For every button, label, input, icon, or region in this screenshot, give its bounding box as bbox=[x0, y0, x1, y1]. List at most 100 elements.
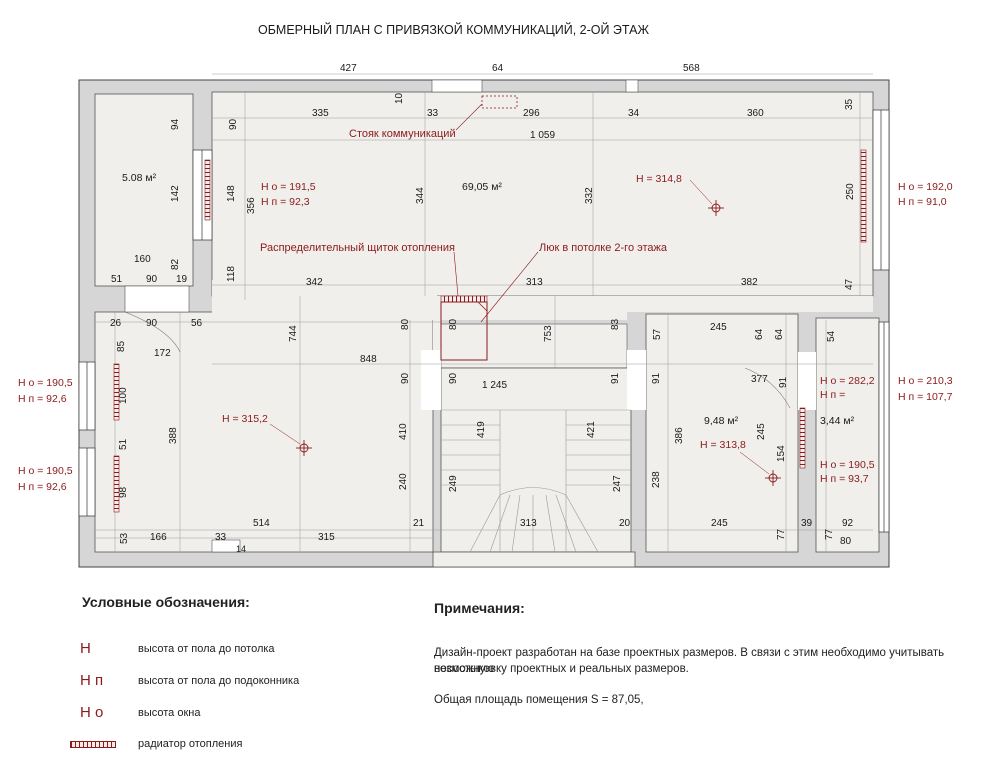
svg-text:245: 245 bbox=[756, 423, 767, 440]
area-main-room: 69,05 м² bbox=[462, 181, 502, 193]
legend-symbol: H bbox=[80, 640, 91, 657]
svg-text:1 059: 1 059 bbox=[530, 130, 555, 141]
area-bedroom: 9,48 м² bbox=[704, 415, 739, 427]
svg-text:H о = 192,0: H о = 192,0 bbox=[898, 181, 953, 193]
svg-text:296: 296 bbox=[523, 108, 540, 119]
svg-text:1 245: 1 245 bbox=[482, 380, 507, 391]
svg-text:313: 313 bbox=[526, 277, 543, 288]
svg-text:H о = 190,5: H о = 190,5 bbox=[820, 459, 875, 471]
svg-text:H о = 210,3: H о = 210,3 bbox=[898, 375, 953, 387]
svg-text:514: 514 bbox=[253, 518, 270, 529]
svg-text:92: 92 bbox=[842, 518, 854, 529]
svg-text:26: 26 bbox=[110, 318, 122, 329]
svg-text:245: 245 bbox=[711, 518, 728, 529]
svg-text:344: 344 bbox=[415, 187, 426, 204]
walls bbox=[78, 79, 890, 568]
svg-text:14: 14 bbox=[236, 544, 246, 554]
svg-text:H п = 92,6: H п = 92,6 bbox=[18, 393, 67, 405]
svg-text:91: 91 bbox=[651, 372, 662, 384]
svg-text:568: 568 bbox=[683, 63, 700, 74]
note-line-3: Общая площадь помещения S = 87,05, bbox=[434, 694, 644, 706]
svg-text:313: 313 bbox=[520, 518, 537, 529]
svg-text:91: 91 bbox=[778, 376, 789, 388]
svg-text:250: 250 bbox=[845, 183, 856, 200]
svg-text:H о = 282,2: H о = 282,2 bbox=[820, 375, 875, 387]
radiator-icon bbox=[799, 407, 806, 469]
svg-text:166: 166 bbox=[150, 532, 167, 543]
legend-text: высота от пола до потолка bbox=[138, 643, 275, 655]
svg-text:90: 90 bbox=[146, 318, 158, 329]
svg-text:744: 744 bbox=[288, 325, 299, 342]
svg-text:247: 247 bbox=[612, 475, 623, 492]
svg-text:249: 249 bbox=[448, 475, 459, 492]
svg-text:80: 80 bbox=[840, 536, 852, 547]
svg-text:91: 91 bbox=[610, 372, 621, 384]
svg-text:342: 342 bbox=[306, 277, 323, 288]
svg-text:410: 410 bbox=[398, 423, 409, 440]
svg-text:245: 245 bbox=[710, 322, 727, 333]
svg-text:H = 313,8: H = 313,8 bbox=[700, 439, 746, 451]
svg-text:238: 238 bbox=[651, 471, 662, 488]
svg-text:57: 57 bbox=[652, 328, 663, 340]
svg-text:753: 753 bbox=[543, 325, 554, 342]
radiator-icon bbox=[70, 741, 116, 748]
svg-text:419: 419 bbox=[476, 421, 487, 438]
legend-item-window-height: H о высота окна bbox=[70, 704, 400, 726]
svg-text:20: 20 bbox=[619, 518, 631, 529]
svg-text:360: 360 bbox=[747, 108, 764, 119]
svg-text:240: 240 bbox=[398, 473, 409, 490]
legend-item-height: H высота от пола до потолка bbox=[70, 640, 400, 662]
svg-text:82: 82 bbox=[170, 258, 181, 270]
room-areas: 5.08 м² 69,05 м² 9,48 м² 3,44 м² bbox=[122, 172, 855, 427]
svg-text:335: 335 bbox=[312, 108, 329, 119]
svg-text:H = 315,2: H = 315,2 bbox=[222, 413, 268, 425]
staircase bbox=[441, 409, 631, 553]
svg-text:H о = 190,5: H о = 190,5 bbox=[18, 377, 73, 389]
svg-text:56: 56 bbox=[191, 318, 203, 329]
svg-text:64: 64 bbox=[774, 328, 785, 340]
svg-text:39: 39 bbox=[801, 518, 813, 529]
svg-text:90: 90 bbox=[228, 118, 239, 130]
radiator-icon bbox=[204, 159, 211, 221]
legend-text: высота от пола до подоконника bbox=[138, 675, 300, 687]
svg-text:51: 51 bbox=[118, 438, 129, 450]
svg-text:H п = 93,7: H п = 93,7 bbox=[820, 473, 869, 485]
svg-text:64: 64 bbox=[754, 328, 765, 340]
radiator-icon bbox=[440, 295, 488, 303]
svg-text:H п =: H п = bbox=[820, 389, 845, 401]
svg-text:148: 148 bbox=[226, 185, 237, 202]
svg-text:172: 172 bbox=[154, 348, 171, 359]
svg-text:98: 98 bbox=[118, 486, 129, 498]
svg-text:377: 377 bbox=[751, 374, 768, 385]
radiator-icon bbox=[113, 363, 120, 421]
plan-title: ОБМЕРНЫЙ ПЛАН С ПРИВЯЗКОЙ КОММУНИКАЦИЙ, … bbox=[258, 22, 649, 37]
svg-text:80: 80 bbox=[400, 318, 411, 330]
ceiling-hatch bbox=[440, 301, 488, 361]
svg-text:64: 64 bbox=[492, 63, 504, 74]
svg-text:848: 848 bbox=[360, 354, 377, 365]
note-line-2: несостыковку проектных и реальных размер… bbox=[434, 663, 689, 675]
dimension-lines bbox=[95, 73, 873, 552]
svg-text:83: 83 bbox=[610, 318, 621, 330]
svg-text:H п = 107,7: H п = 107,7 bbox=[898, 391, 953, 403]
svg-text:21: 21 bbox=[413, 518, 425, 529]
svg-text:382: 382 bbox=[741, 277, 758, 288]
callout-hatch: Люк в потолке 2-го этажа bbox=[539, 242, 668, 254]
top-dimensions: 427 64 568 bbox=[340, 63, 700, 74]
svg-text:77: 77 bbox=[776, 528, 787, 540]
legend-item-sill-height: H п высота от пола до подоконника bbox=[70, 672, 400, 694]
svg-text:H п = 92,6: H п = 92,6 bbox=[18, 481, 67, 493]
svg-text:51: 51 bbox=[111, 274, 123, 285]
radiator-icon bbox=[860, 149, 867, 243]
callouts: Стояк коммуникаций Распределительный щит… bbox=[260, 103, 668, 323]
legend-title: Условные обозначения: bbox=[82, 594, 250, 610]
svg-text:33: 33 bbox=[215, 532, 227, 543]
note-line-1: Дизайн-проект разработан на базе проектн… bbox=[434, 647, 945, 675]
callout-heating-panel: Распределительный щиток отопления bbox=[260, 242, 455, 254]
svg-text:100: 100 bbox=[118, 387, 129, 404]
svg-text:85: 85 bbox=[116, 340, 127, 352]
legend-symbol: H о bbox=[80, 704, 104, 721]
svg-text:H = 314,8: H = 314,8 bbox=[636, 173, 682, 185]
svg-text:427: 427 bbox=[340, 63, 357, 74]
